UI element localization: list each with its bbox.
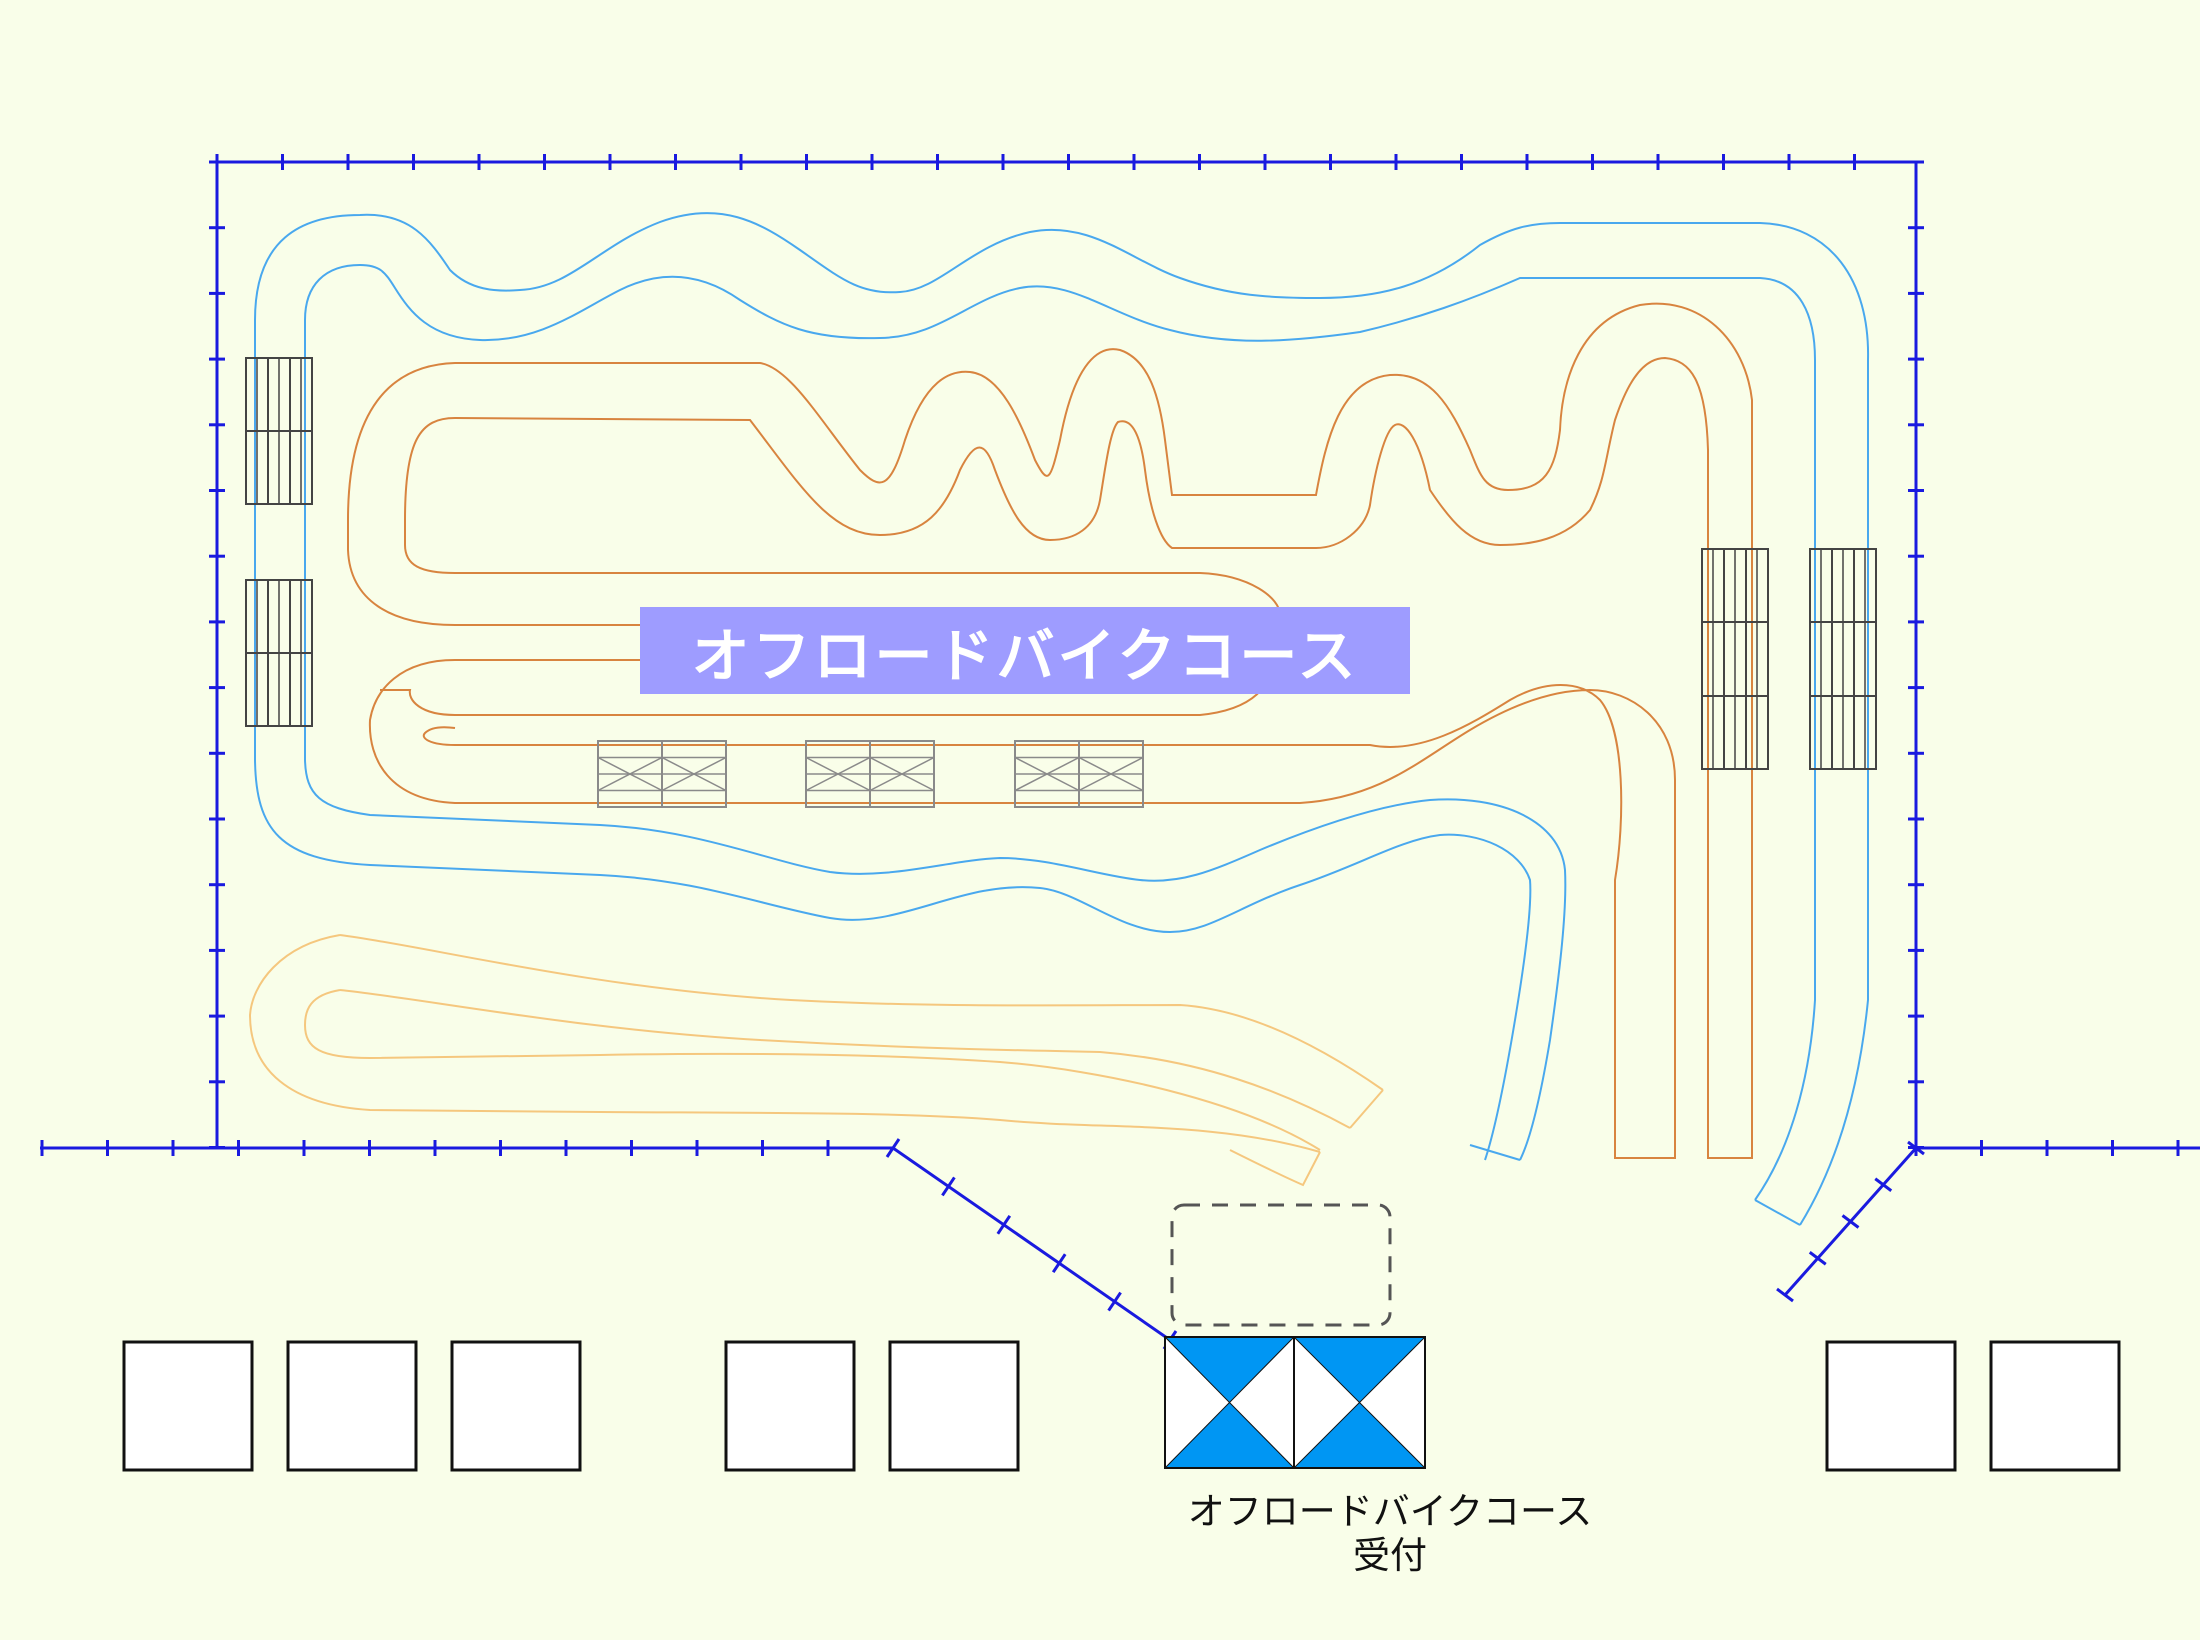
reception-tents xyxy=(1164,1336,1426,1469)
tire-wall-right-a xyxy=(1701,548,1769,770)
tent-icon xyxy=(1164,1336,1295,1469)
reception-label-line1: オフロードバイクコース xyxy=(1187,1490,1593,1533)
course-title-box xyxy=(640,607,1410,694)
booth-4 xyxy=(724,1340,856,1472)
booth-row xyxy=(122,1340,2121,1472)
tabletop-jumps xyxy=(597,740,1144,808)
tire-wall-right-b xyxy=(1809,548,1877,770)
reception-label: オフロードバイクコース 受付 xyxy=(1100,1490,1680,1578)
yellow-practice-track xyxy=(248,934,1384,1187)
tire-wall-left-upper xyxy=(245,357,313,505)
booth-7 xyxy=(1989,1340,2121,1472)
perimeter-fence xyxy=(40,154,2200,1350)
tent-icon xyxy=(1293,1336,1426,1469)
tabletop-jump-icon xyxy=(1014,740,1144,808)
booth-5 xyxy=(888,1340,1020,1472)
booth-1 xyxy=(122,1340,254,1472)
orange-track xyxy=(347,302,1753,1159)
tire-wall-left-lower xyxy=(245,579,313,727)
blue-track xyxy=(254,212,1870,1226)
tabletop-jump-icon xyxy=(805,740,935,808)
course-title: オフロードバイクコース xyxy=(691,621,1359,690)
booth-3 xyxy=(450,1340,582,1472)
waiting-area xyxy=(1170,1203,1392,1327)
booth-2 xyxy=(286,1340,418,1472)
tabletop-jump-icon xyxy=(597,740,727,808)
reception-label-line2: 受付 xyxy=(1353,1534,1427,1577)
booth-6 xyxy=(1825,1340,1957,1472)
